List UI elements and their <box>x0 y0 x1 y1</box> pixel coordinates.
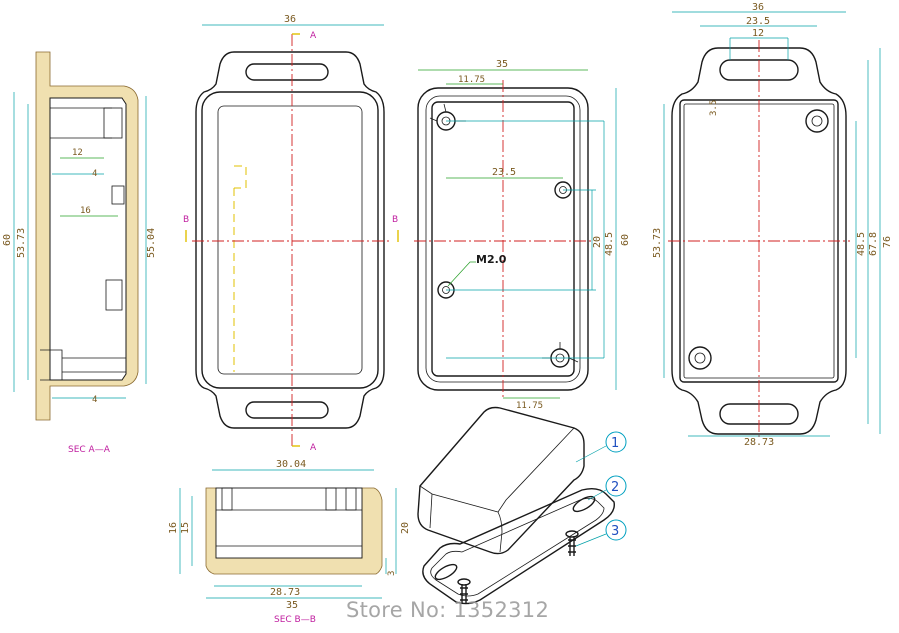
interior-dim-11-75-top: 11.75 <box>458 75 485 85</box>
section-bb-view: 30.04 16 15 20 3 28.73 35 SEC B—B <box>168 459 411 625</box>
section-mark-b-left: B <box>183 215 189 225</box>
back-dim-76: 76 <box>882 236 893 248</box>
back-dim-36: 36 <box>752 2 764 13</box>
interior-dim-48-5: 48.5 <box>604 232 615 256</box>
sec-bb-dim-28-73: 28.73 <box>270 587 300 598</box>
sec-bb-dim-30-04: 30.04 <box>276 459 306 470</box>
back-dim-28-73: 28.73 <box>744 437 774 448</box>
front-view: 36 A A B B <box>183 14 399 453</box>
back-dim-3-5: 3.5 <box>709 100 719 116</box>
sec-aa-dim-53-73: 53.73 <box>16 228 27 258</box>
sec-aa-dim-4-top: 4 <box>92 169 97 179</box>
sec-bb-dim-20: 20 <box>400 522 411 534</box>
section-mark-a-bottom: A <box>310 443 317 453</box>
interior-dim-35: 35 <box>496 59 508 70</box>
sec-bb-dim-15: 15 <box>180 522 191 534</box>
interior-dim-11-75-bottom: 11.75 <box>516 401 543 411</box>
exploded-view: 1 2 3 <box>417 406 627 605</box>
section-bb-label: SEC B—B <box>274 615 316 625</box>
sec-aa-dim-4-bottom: 4 <box>92 395 97 405</box>
back-dim-12: 12 <box>752 28 764 39</box>
callout-3: 3 <box>611 524 619 539</box>
interior-dim-60: 60 <box>620 234 631 246</box>
thread-label-m2: M2.0 <box>476 253 507 266</box>
callout-2: 2 <box>611 480 619 495</box>
interior-dim-23-5: 23.5 <box>492 167 516 178</box>
interior-view: 35 11.75 23.5 20 48.5 60 11.75 M2.0 <box>414 59 631 411</box>
sec-aa-dim-60: 60 <box>2 234 13 246</box>
sec-aa-dim-16: 16 <box>80 206 91 216</box>
store-watermark: Store No: 1352312 <box>346 598 550 622</box>
screw-boss-bottom-right <box>542 342 579 368</box>
sec-bb-dim-35: 35 <box>286 600 298 611</box>
section-aa-view: 60 53.73 12 4 16 55.04 4 SEC A—A <box>2 51 157 455</box>
back-view: 36 23.5 12 3.5 53.73 48.5 67.8 76 28.73 <box>652 2 893 448</box>
back-dim-48-5: 48.5 <box>856 232 867 256</box>
back-dim-53-73: 53.73 <box>652 228 663 258</box>
front-dim-36: 36 <box>284 14 296 25</box>
section-mark-a-top: A <box>310 31 317 41</box>
back-dim-23-5: 23.5 <box>746 16 770 27</box>
sec-bb-dim-16: 16 <box>168 522 179 534</box>
sec-aa-dim-55-04: 55.04 <box>146 228 157 258</box>
interior-dim-20: 20 <box>592 236 603 248</box>
callout-1: 1 <box>611 436 619 451</box>
sec-bb-dim-3: 3 <box>387 571 397 576</box>
section-mark-b-right: B <box>392 215 398 225</box>
sec-aa-dim-12: 12 <box>72 148 83 158</box>
screw-boss-top-left <box>429 103 466 131</box>
section-aa-label: SEC A—A <box>68 445 111 455</box>
back-dim-67-8: 67.8 <box>868 232 879 256</box>
